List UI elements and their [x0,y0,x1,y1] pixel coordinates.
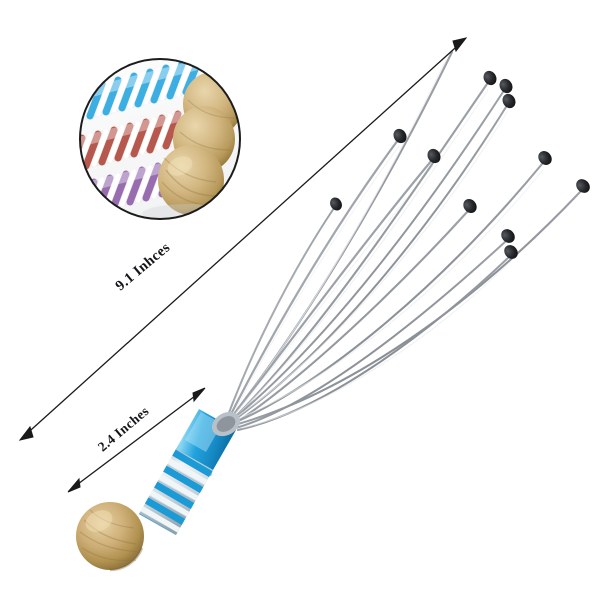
total-length-arrow [18,37,468,441]
handle-assembly [76,409,241,572]
dimension-arrows [18,37,468,493]
inset-red-handle [80,106,200,174]
inset-wooden-balls [158,72,240,215]
massager-wires [223,50,582,431]
inset-border-ring [79,58,241,220]
inset-blue-handle [80,59,204,124]
spiral-wrapped-grip [139,449,213,535]
handle-length-arrow [67,387,206,493]
wire-tip-beads [330,70,590,259]
